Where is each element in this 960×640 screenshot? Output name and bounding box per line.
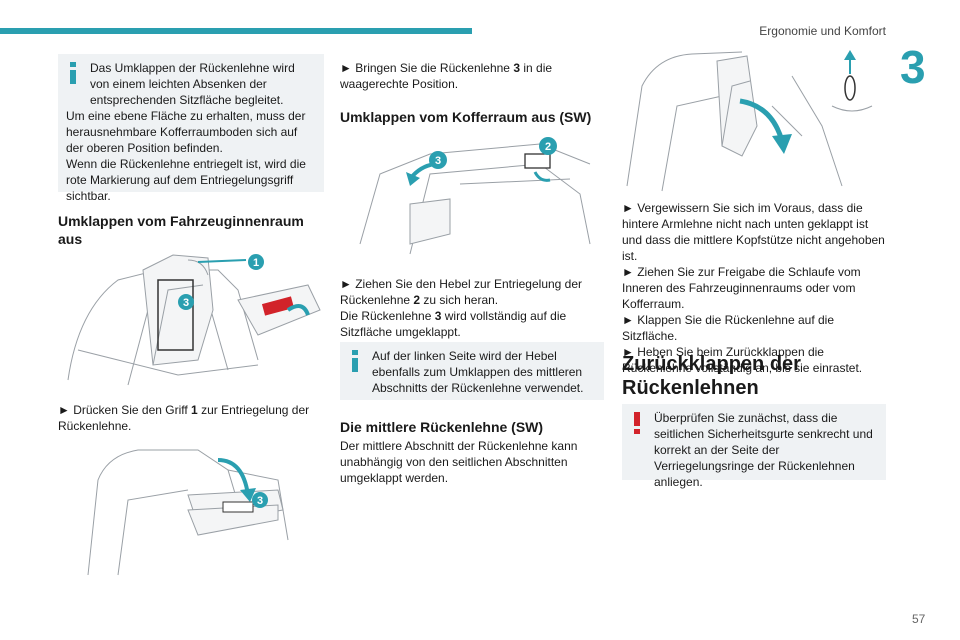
info-icon [70,62,76,84]
svg-text:3: 3 [435,155,441,167]
warning-exclamation-icon [634,412,640,434]
step-check-armrest: ► Vergewissern Sie sich im Voraus, dass … [622,201,885,263]
svg-text:3: 3 [257,495,263,507]
info-note-1-line1: Das Umklappen der Rückenlehne wird von e… [90,61,295,107]
warning-text: Überprüfen Sie zunächst, dass die seitli… [654,411,873,489]
step-backrest-horizontal: ► Bringen Sie die Rückenlehne 3 in die w… [340,61,553,91]
page-number: 57 [912,612,926,626]
svg-text:1: 1 [253,257,259,269]
heading-interior-fold: Umklappen vom Fahrzeuginnenraum aus [58,213,304,247]
heading-return-backrests: Zurückklappen der Rückenlehnen [622,353,801,399]
header-accent-bar [0,28,472,34]
badge-3: 3 [429,151,447,169]
warning-note: Überprüfen Sie zunächst, dass die seitli… [622,404,886,489]
step-pull-lever: ► Ziehen Sie den Hebel zur Entriegelung … [340,277,583,339]
badge-1: 1 [248,254,264,270]
figure-rear-seat-handle: 1 3 [67,254,321,386]
step-pull-loop: ► Ziehen Sie zur Freigabe die Schlaufe v… [622,265,861,311]
chapter-title: Ergonomie und Komfort [759,24,886,38]
badge-3: 3 [252,492,268,508]
svg-text:3: 3 [183,297,189,309]
info-note-1-line3: Wenn die Rückenlehne entriegelt ist, wir… [66,157,306,203]
chapter-number: 3 [900,41,926,93]
badge-3: 3 [178,294,194,310]
figure-backrest-folded: 3 [87,449,289,576]
info-note-1: Das Umklappen der Rückenlehne wird von e… [58,54,324,203]
col3-steps: ► Vergewissern Sie sich im Voraus, dass … [622,200,886,376]
info-note-1-line2: Um eine ebene Fläche zu erhalten, muss d… [66,109,306,155]
info-note-2-text: Auf der linken Seite wird der Hebel eben… [372,349,584,395]
figure-trunk-lever: 3 2 [359,137,591,255]
info-icon [352,350,358,372]
svg-text:2: 2 [545,141,551,153]
heading-trunk-fold: Umklappen vom Kofferraum aus (SW) [340,109,592,125]
badge-2: 2 [539,137,557,155]
step-press-handle: ► Drücken Sie den Griff 1 zur Entriegelu… [58,403,310,433]
heading-middle-backrest: Die mittlere Rückenlehne (SW) [340,419,544,435]
step-raise-backrest: ► Heben Sie beim Zurückklappen die Rücke… [622,345,863,375]
figure-backrest-release-loop [626,50,873,192]
info-note-2: Auf der linken Seite wird der Hebel eben… [340,342,604,400]
step-fold-backrest: ► Klappen Sie die Rückenlehne auf die Si… [622,313,835,343]
middle-backrest-text: Der mittlere Abschnitt der Rückenlehne k… [340,439,578,485]
